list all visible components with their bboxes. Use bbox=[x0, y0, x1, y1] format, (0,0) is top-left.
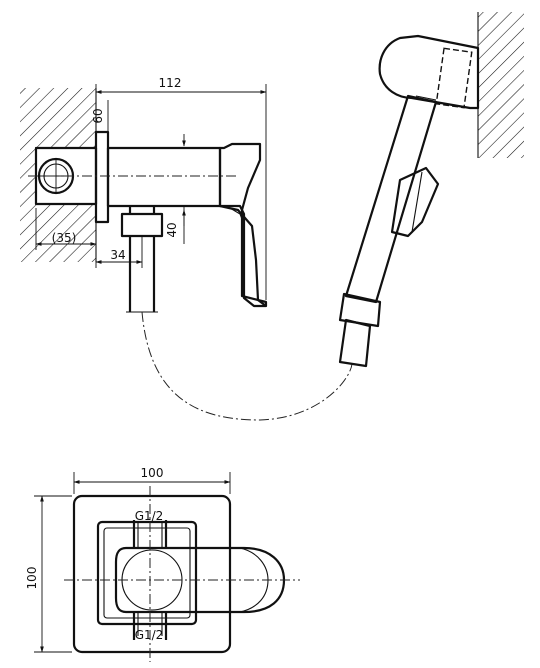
thread-label-top: G1/2 bbox=[135, 509, 164, 523]
inlet-top: G1/2 bbox=[132, 509, 168, 548]
hose-path bbox=[141, 311, 353, 421]
front-view-plate: G1/2 G1/2 100 100 bbox=[25, 466, 300, 662]
inner-recess bbox=[96, 520, 198, 626]
side-view-mixer: 112 60 40 (35) 34 bbox=[20, 76, 353, 421]
wall-plate bbox=[94, 130, 110, 224]
dim-35: (35) bbox=[35, 208, 97, 250]
inlet-bottom: G1/2 bbox=[132, 612, 168, 642]
handle-lever bbox=[106, 142, 268, 308]
dim-112-label: 112 bbox=[159, 76, 182, 90]
shower-handle bbox=[338, 94, 440, 368]
dim-35-label: (35) bbox=[52, 231, 77, 245]
dim-40: 40 bbox=[165, 206, 185, 244]
wall-hatching-right bbox=[477, 12, 524, 158]
dim-40-label: 40 bbox=[165, 222, 179, 237]
shower-holder bbox=[378, 34, 480, 110]
dim-60-label: 60 bbox=[91, 108, 105, 123]
hand-shower-assembly bbox=[338, 12, 524, 368]
dim-60: 60 bbox=[91, 100, 109, 134]
dim-34-label: 34 bbox=[110, 248, 125, 262]
dim-plate-width: 100 bbox=[73, 466, 231, 494]
thread-label-bottom: G1/2 bbox=[135, 628, 164, 642]
outer-plate bbox=[72, 494, 232, 654]
dim-plate-height-label: 100 bbox=[25, 567, 39, 590]
dim-plate-width-label: 100 bbox=[141, 466, 164, 480]
dim-112: 112 bbox=[95, 76, 267, 300]
hose-outlet bbox=[120, 206, 164, 313]
dim-plate-height: 100 bbox=[25, 495, 72, 653]
dim-34: 34 bbox=[95, 228, 143, 268]
